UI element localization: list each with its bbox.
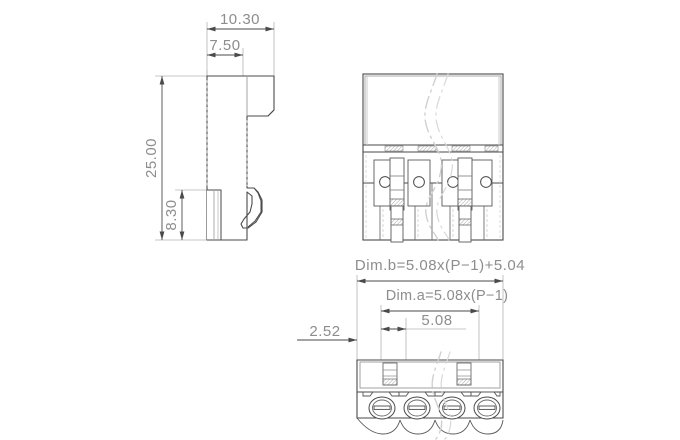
upper-shoulder-step (247, 109, 275, 117)
front-view-break-line-2 (435, 73, 453, 241)
label-height-2500: 25.00 (143, 138, 160, 178)
latch-hook-contour (247, 187, 262, 228)
label-dim-b-formula: Dim.b=5.08x(P−1)+5.04 (355, 257, 525, 274)
bottom-view-screw-2 (403, 396, 431, 420)
bottom-view-break-line (431, 351, 443, 440)
front-view-terminal-2 (407, 159, 431, 207)
cap-notches (384, 145, 499, 152)
side-view-inner-guides (206, 80, 248, 186)
label-height-830: 8.30 (163, 199, 180, 230)
bottom-plan-view: Dim.b=5.08x(P−1)+5.04 Dim.a=5.08x(P−1) 5… (297, 257, 525, 440)
label-pitch-508: 5.08 (421, 312, 452, 329)
label-offset-252: 2.52 (309, 323, 340, 340)
front-view-terminal-4 (457, 157, 493, 243)
bottom-view-screw-4 (473, 396, 501, 420)
label-dim-a-formula: Dim.a=5.08x(P−1) (386, 288, 508, 304)
front-elevation-view (362, 73, 504, 243)
bottom-view-break-line-2 (440, 351, 452, 440)
label-width-750: 7.50 (209, 37, 240, 54)
front-view-break-line (424, 73, 443, 241)
label-width-1030: 10.30 (220, 11, 260, 28)
side-profile-view: 10.30 7.50 25.00 8.30 (143, 11, 275, 241)
front-view-pole-separator-shadows (382, 184, 488, 239)
bottom-view-upper-band (359, 361, 501, 389)
bottom-view-screw-pockets (362, 391, 501, 397)
bottom-view-screw-1 (368, 396, 396, 420)
front-view-terminal-1 (373, 157, 405, 243)
front-view-top-cap (364, 75, 502, 146)
bottom-view-bottom-scallops (356, 417, 504, 435)
bottom-view-clamp-blocks (382, 362, 472, 386)
wire-entry-slot (207, 189, 222, 241)
bottom-view-screw-3 (438, 396, 466, 420)
